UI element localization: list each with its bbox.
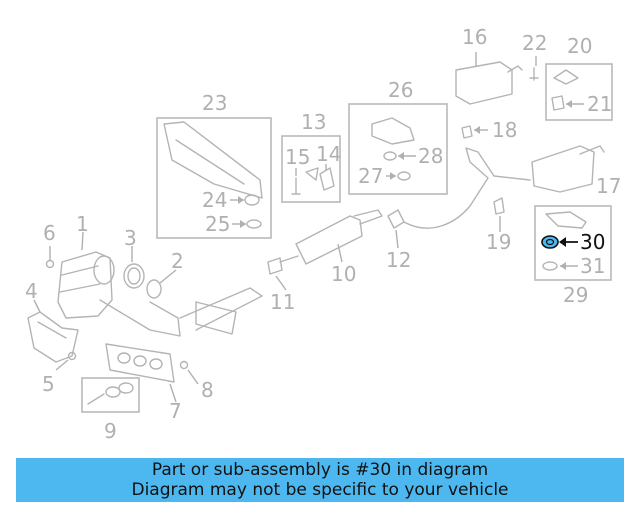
callout-19: 19	[486, 230, 511, 254]
callout-2: 2	[171, 249, 184, 273]
callout-22: 22	[522, 31, 547, 55]
callout-20: 20	[567, 34, 592, 58]
callout-30-highlighted: 30	[580, 230, 605, 254]
callout-9: 9	[104, 419, 117, 443]
gasket-ring-part	[146, 279, 162, 299]
group-box-23	[156, 117, 272, 239]
resonator-part	[279, 209, 383, 265]
catalytic-converter-part	[57, 251, 181, 337]
callout-26: 26	[388, 78, 413, 102]
callout-16: 16	[462, 25, 487, 49]
sleeve-part-11	[267, 257, 283, 275]
insulator-part-21	[551, 95, 565, 111]
callout-18: 18	[492, 118, 517, 142]
callout-21: 21	[587, 92, 612, 116]
hanger-part-18	[461, 125, 473, 139]
callout-27: 27	[358, 164, 383, 188]
leader-arrowheads	[238, 100, 572, 270]
callout-24: 24	[202, 188, 227, 212]
bolt-part-15	[291, 177, 301, 195]
bolt-part-5	[67, 351, 77, 361]
bracket-part-20	[553, 69, 579, 85]
callout-17: 17	[596, 174, 621, 198]
callout-25: 25	[205, 212, 230, 236]
callout-15: 15	[285, 145, 310, 169]
callout-4: 4	[25, 279, 38, 303]
washer-part-31	[542, 261, 558, 271]
front-pipe-part	[179, 287, 263, 335]
hanger-part-19	[493, 197, 505, 215]
callout-28: 28	[418, 144, 443, 168]
callout-8: 8	[201, 378, 214, 402]
rear-pipe-part	[403, 147, 531, 229]
callout-12: 12	[386, 248, 411, 272]
gasket-kit-part	[87, 382, 134, 405]
rear-muffler-part	[531, 145, 605, 193]
nut-part-24	[244, 194, 260, 206]
callout-23: 23	[202, 91, 227, 115]
bolt-part-22	[529, 67, 539, 81]
callout-1: 1	[76, 212, 89, 236]
callout-3: 3	[124, 226, 137, 250]
callout-numbers: 1 2 3 4 5 6 7 8 9 10 11 12 13 14 15 16 1…	[25, 25, 621, 443]
callout-10: 10	[331, 262, 356, 286]
clip-part-14	[319, 167, 335, 191]
highlighted-part-30-inner	[545, 238, 555, 246]
heat-shield-part-23	[163, 121, 263, 199]
manifold-gasket-part	[105, 343, 175, 383]
leader-lines	[33, 52, 584, 403]
callout-29: 29	[563, 283, 588, 307]
group-box-13	[281, 135, 341, 203]
clamp-part	[123, 263, 145, 289]
banner-disclaimer: Diagram may not be specific to your vehi…	[131, 480, 509, 500]
muffler-part-16	[455, 61, 523, 105]
highlighted-part-30	[541, 235, 559, 249]
heat-shield-part-26	[371, 117, 415, 145]
bracket-part-29	[545, 211, 587, 229]
exhaust-parts-diagram: 1 2 3 4 5 6 7 8 9 10 11 12 13 14 15 16 1…	[25, 25, 621, 443]
connector-part-12	[387, 209, 405, 229]
group-box-20	[545, 63, 613, 121]
stud-part-8	[179, 360, 189, 370]
callout-6: 6	[43, 221, 56, 245]
nut-part-28	[383, 151, 397, 161]
callout-5: 5	[42, 372, 55, 396]
callout-14: 14	[316, 142, 341, 166]
group-box-26	[348, 103, 448, 195]
callout-7: 7	[169, 399, 182, 423]
callout-31: 31	[580, 254, 605, 278]
bracket-part-13	[305, 167, 319, 181]
callout-11: 11	[270, 290, 295, 314]
info-banner: Part or sub-assembly is #30 in diagram D…	[16, 458, 624, 502]
nut-part-6	[45, 259, 55, 269]
group-box-9	[81, 377, 140, 413]
banner-part-notice: Part or sub-assembly is #30 in diagram	[151, 460, 489, 480]
washer-part-27	[397, 171, 411, 181]
washer-part-25	[246, 219, 262, 229]
heat-shield-part	[27, 311, 79, 363]
group-box-29	[534, 205, 612, 281]
callout-13: 13	[301, 110, 326, 134]
